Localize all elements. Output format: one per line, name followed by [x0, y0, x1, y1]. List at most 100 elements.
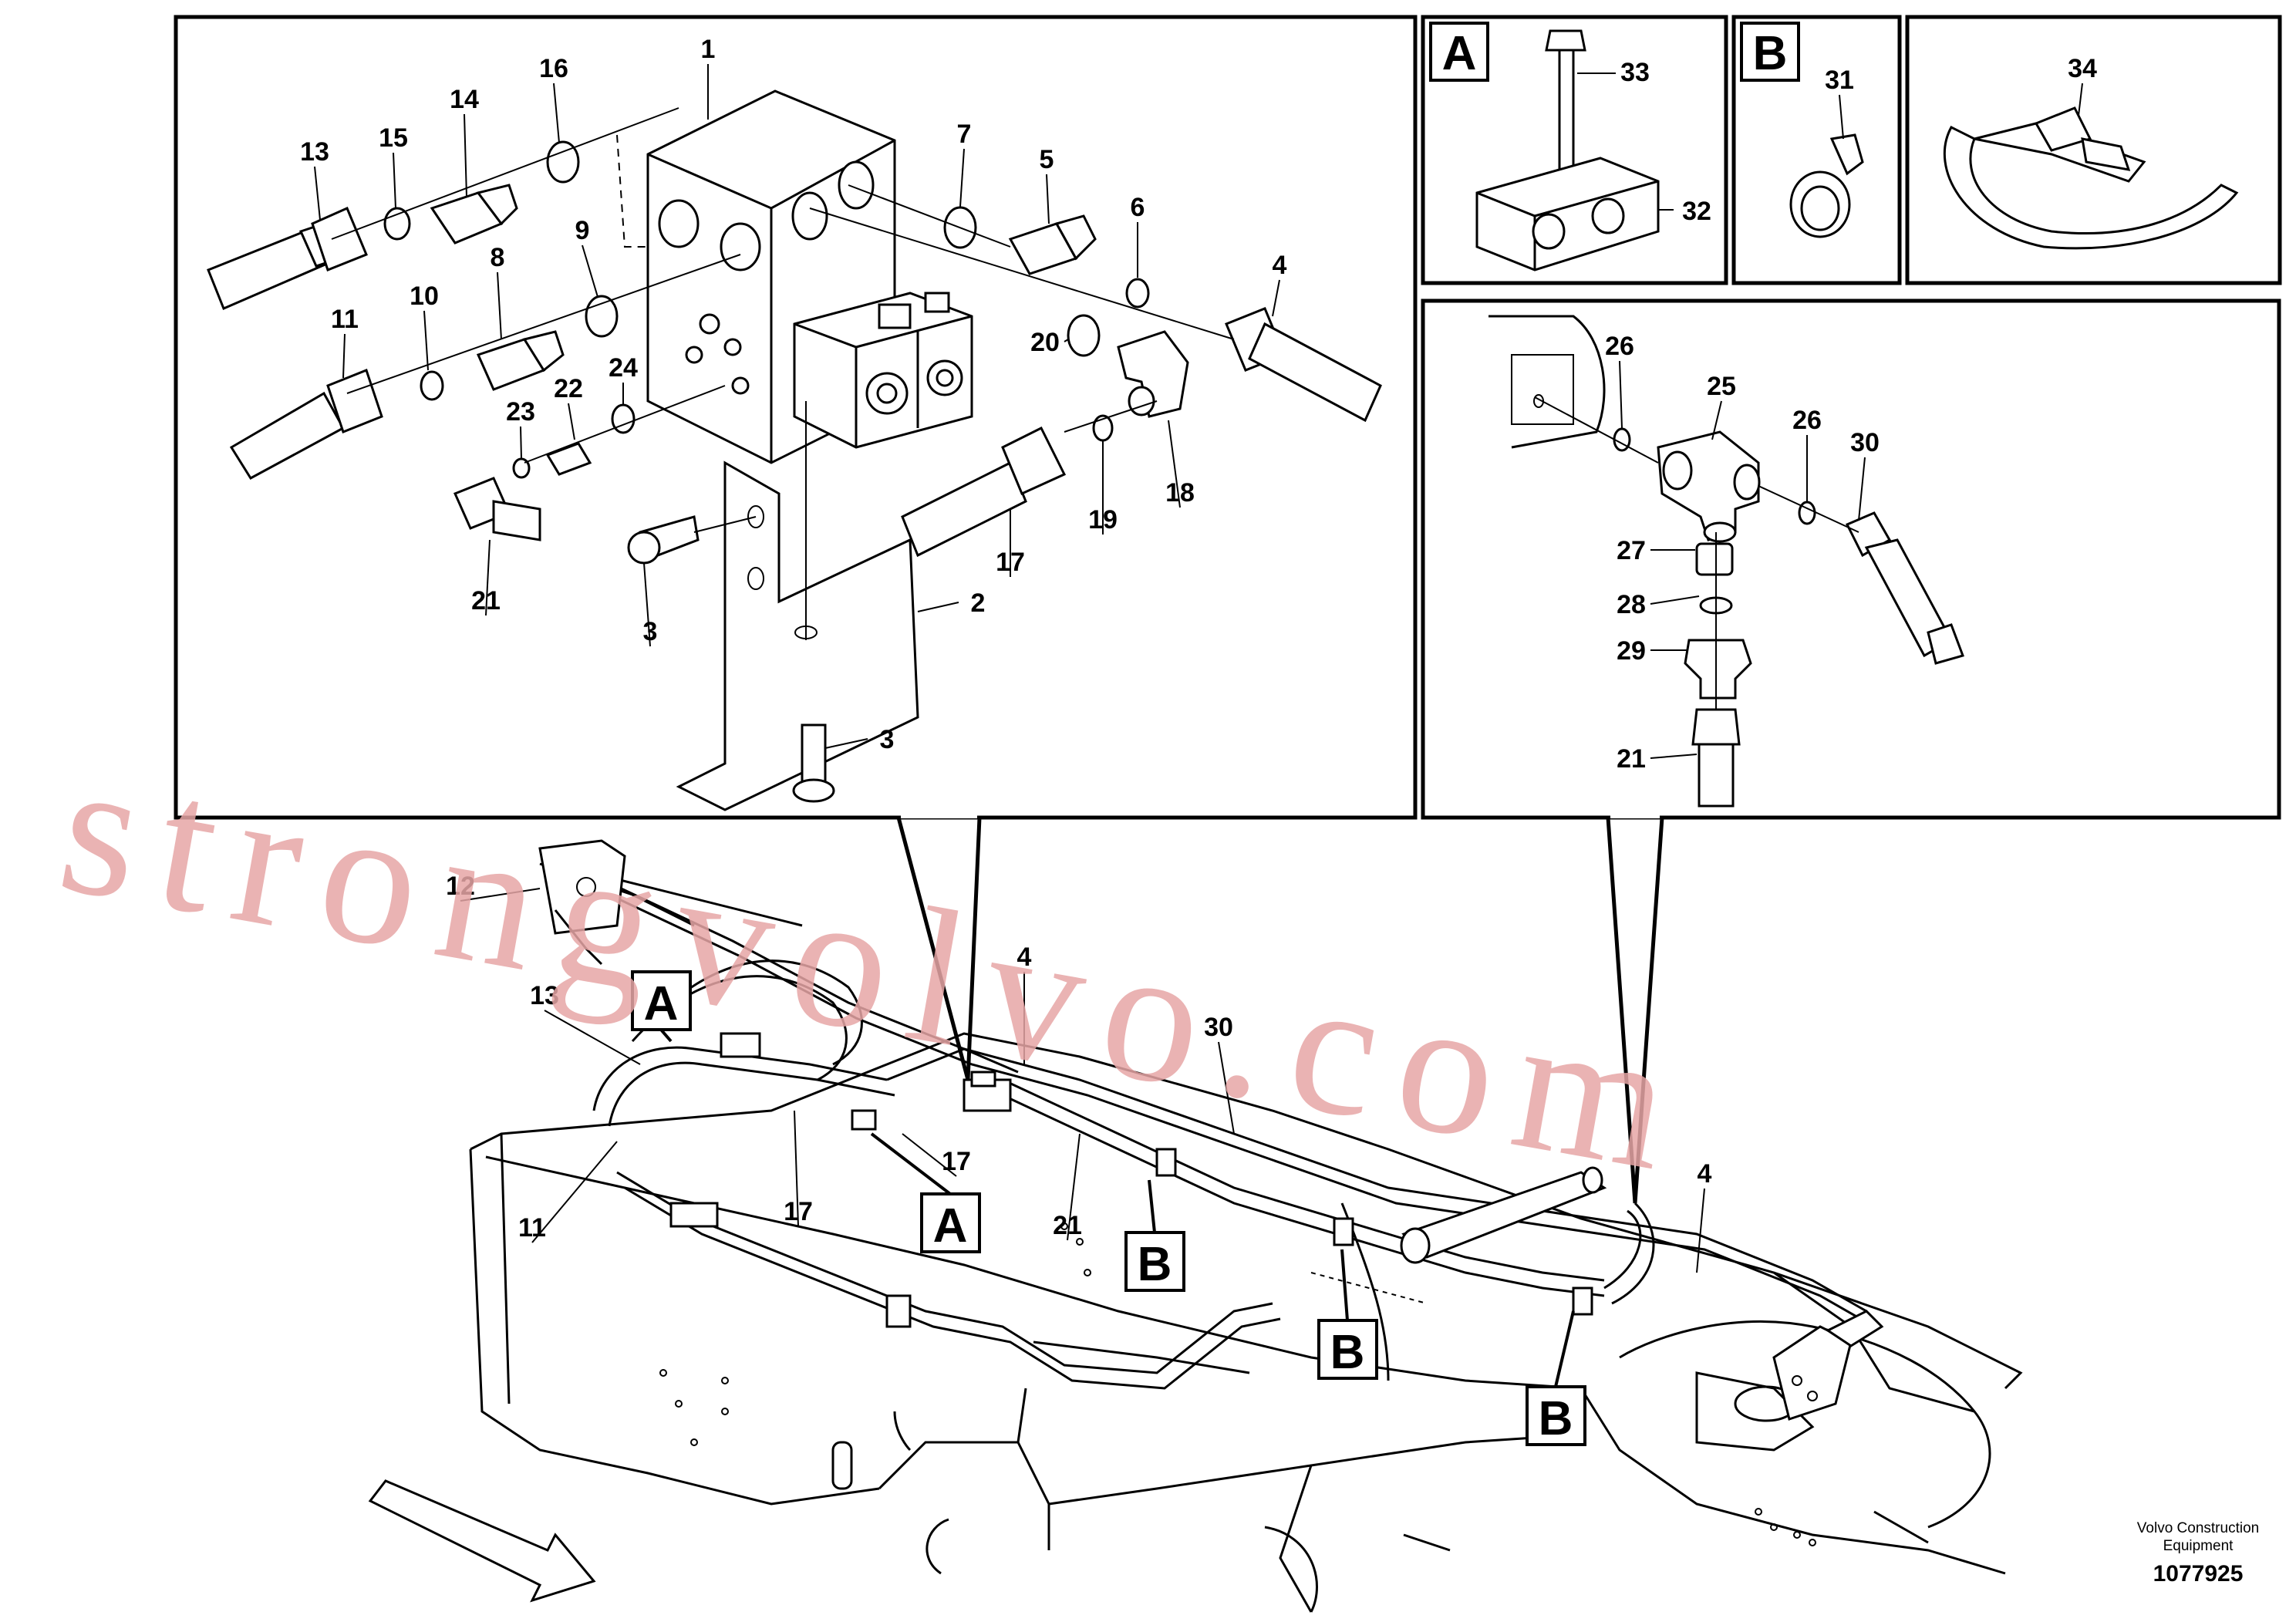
callout-label: 11: [518, 1213, 546, 1243]
callout-label: 3: [880, 725, 895, 754]
callout-label: 12: [446, 872, 475, 901]
frame-holes: [659, 1222, 1816, 1546]
callout-label: 26: [1792, 406, 1822, 435]
leader-line: [1272, 279, 1280, 317]
callout-label: 4: [1698, 1159, 1712, 1189]
detail-box-b: B: [1731, 15, 1902, 285]
callout-label: 21: [1617, 744, 1646, 774]
view-tag-pointer: [1340, 1249, 1349, 1321]
leader-line: [1650, 595, 1700, 605]
view-tag-pointer: [1554, 1310, 1575, 1388]
box-b-tag-text: B: [1753, 27, 1788, 80]
box-b-tag: [1740, 22, 1800, 82]
leader-line: [568, 403, 575, 440]
callout-label: 4: [1017, 943, 1032, 972]
leader-line: [1218, 1041, 1235, 1135]
callout-label: 28: [1617, 590, 1646, 619]
leader-line: [544, 1010, 641, 1065]
leader-line: [2078, 83, 2083, 116]
view-tag-letter: B: [1138, 1238, 1172, 1291]
view-tag-frame: [1124, 1231, 1185, 1292]
callout-label: 25: [1707, 372, 1736, 401]
leader-line: [1696, 1188, 1705, 1273]
detail-box-strap: [1905, 15, 2282, 285]
leader-line: [1711, 400, 1722, 440]
leader-line: [423, 310, 429, 371]
leader-line: [1858, 457, 1866, 521]
callout-label: 1: [701, 35, 716, 64]
leader-line: [497, 271, 502, 340]
callout-label: 24: [609, 353, 638, 383]
valve-block-overview: [1772, 1310, 1884, 1421]
direction-arrow: [368, 1479, 596, 1603]
tee-fitting-inset: [1421, 298, 2281, 1204]
callout-label: 11: [331, 305, 359, 334]
callout-label: 14: [450, 85, 479, 114]
view-tag-letter: B: [1330, 1326, 1365, 1379]
leader-line: [314, 166, 321, 221]
leader-line: [553, 83, 560, 143]
view-tag-frame: [1526, 1385, 1586, 1446]
leader-line: [902, 1133, 957, 1177]
leader-line: [1650, 754, 1698, 759]
callout-label: 15: [379, 123, 408, 153]
callout-label: 7: [957, 120, 972, 149]
leader-line: [959, 148, 965, 207]
callout-label: 31: [1825, 66, 1854, 95]
hydraulic-lines-overview: [539, 862, 1875, 1443]
leader-line: [393, 152, 396, 209]
leader-line: [1619, 360, 1623, 429]
callout-label: 33: [1620, 58, 1650, 87]
view-tag-pointer: [1148, 1179, 1156, 1233]
view-tag-letter: A: [933, 1199, 968, 1253]
watermark-text: strongvolvo.com: [46, 718, 1707, 1215]
callout-label: 5: [1040, 145, 1054, 174]
callout-label: 27: [1617, 536, 1646, 565]
view-tag-frame: [920, 1192, 981, 1253]
leader-line: [582, 244, 598, 298]
callout-label: 9: [575, 216, 590, 245]
callout-label: 22: [554, 374, 583, 403]
detail-box-a: A: [1421, 15, 1728, 285]
callout-label: 8: [491, 243, 505, 272]
callout-label: 23: [506, 397, 535, 427]
view-tag-letter: B: [1539, 1392, 1573, 1445]
callout-label: 17: [942, 1147, 971, 1176]
callout-label: 16: [539, 54, 568, 83]
callout-label: 2: [971, 588, 986, 618]
callout-label: 29: [1617, 636, 1646, 666]
leader-line: [917, 602, 959, 612]
box-a-tag: [1429, 22, 1489, 82]
callout-label: 4: [1273, 251, 1287, 280]
leader-line: [643, 562, 651, 647]
leader-line: [485, 539, 491, 616]
view-tag-pointer: [870, 1132, 952, 1195]
solenoid-overview: [669, 1032, 1593, 1328]
footer-company-line1: Volvo Construction: [2137, 1520, 2259, 1536]
leader-line: [531, 1141, 618, 1243]
callout-label: 3: [643, 617, 658, 646]
leader-line: [1168, 420, 1181, 508]
bracket-overview: [538, 839, 626, 966]
leader-line: [1046, 174, 1050, 224]
box-a-tag-text: A: [1442, 27, 1477, 80]
leader-line: [794, 1110, 799, 1227]
footer-company-line2: Equipment: [2163, 1538, 2234, 1554]
view-tag-frame: [1317, 1319, 1378, 1380]
leader-line: [1839, 94, 1844, 140]
footer-doc-number: 1077925: [2153, 1561, 2244, 1587]
callout-label: 6: [1131, 193, 1145, 222]
callout-label: 26: [1605, 332, 1634, 361]
callout-label: 30: [1850, 428, 1880, 457]
leader-line: [1067, 1133, 1081, 1241]
leader-line: [342, 333, 346, 379]
callout-label: 13: [300, 137, 329, 167]
callout-labels: 1233456789101113141516171819202122232433…: [300, 35, 2097, 1273]
main-exploded-inset: [174, 15, 1418, 1081]
leader-line: [460, 888, 541, 902]
view-tag-frame: [631, 970, 692, 1031]
leader-line: [824, 738, 868, 749]
leader-line: [464, 113, 467, 197]
